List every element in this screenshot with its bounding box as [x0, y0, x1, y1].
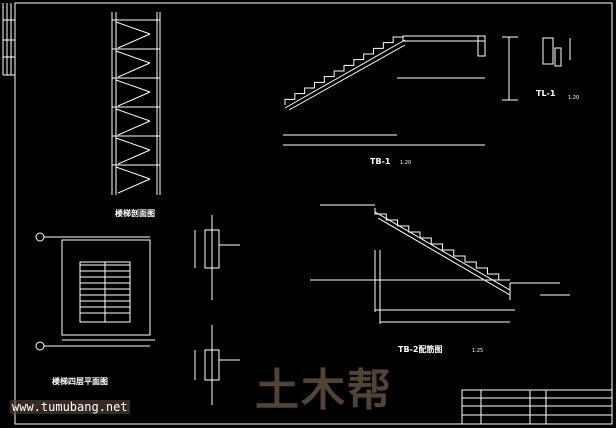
tb1-title: TB-1 — [370, 157, 391, 166]
left-title-strip — [2, 3, 15, 76]
tb2-title: TB-2配筋图 — [398, 344, 442, 354]
tl1-title: TL-1 — [536, 89, 556, 98]
stair-section-view — [111, 12, 161, 195]
drawing-frame — [14, 2, 613, 425]
stair-flight — [115, 21, 151, 35]
beam-section-details — [194, 215, 240, 405]
stair-flight — [117, 149, 151, 165]
tb2-detail — [310, 204, 570, 324]
stair-flight — [117, 178, 151, 194]
section-title: 楼梯剖面图 — [115, 208, 155, 218]
stair-plan-view — [35, 232, 155, 351]
tb2-steps — [374, 208, 510, 281]
stair-flight — [115, 79, 151, 93]
tb1-detail — [283, 35, 486, 146]
stair-flight — [115, 166, 151, 180]
title-block — [461, 389, 613, 425]
plan-title: 楼梯四层平面图 — [52, 376, 108, 386]
watermark-logo: 土木帮 — [255, 365, 393, 416]
stair-flight — [115, 108, 151, 122]
tb1-scale: 1:20 — [400, 160, 411, 166]
watermark-url: www.tumubang.net — [10, 400, 130, 414]
tb1-steps — [284, 36, 403, 105]
stair-flight — [117, 62, 151, 78]
tl1-scale: 1:20 — [568, 95, 579, 101]
stair-flight — [117, 33, 151, 49]
tb2-scale: 1:25 — [472, 348, 483, 354]
stair-flight — [115, 137, 151, 151]
stair-flight — [115, 50, 151, 64]
tl1-detail — [502, 36, 571, 101]
stair-flight — [117, 120, 151, 136]
stair-flight — [117, 91, 151, 107]
